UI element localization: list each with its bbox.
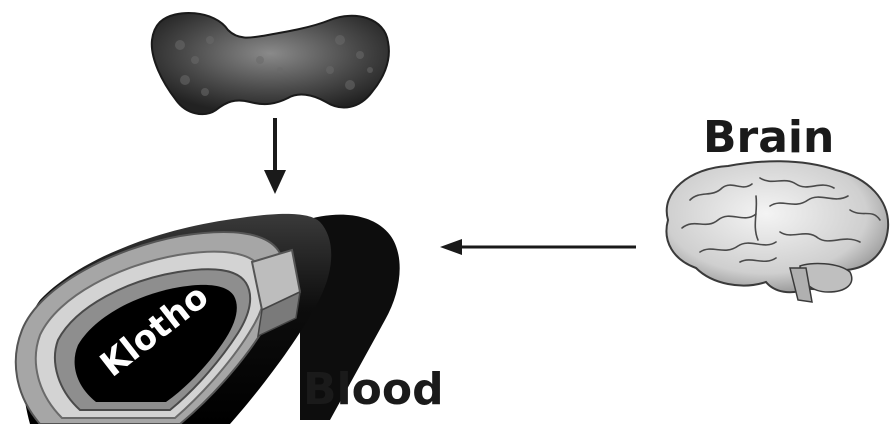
blood-label: Blood (303, 364, 444, 415)
brain-icon (666, 161, 888, 302)
brain-label: Brain (703, 112, 834, 163)
brain-to-blood-arrow (440, 239, 636, 255)
thyroid-gland-icon (152, 13, 389, 114)
thyroid-to-blood-arrow (264, 118, 286, 194)
